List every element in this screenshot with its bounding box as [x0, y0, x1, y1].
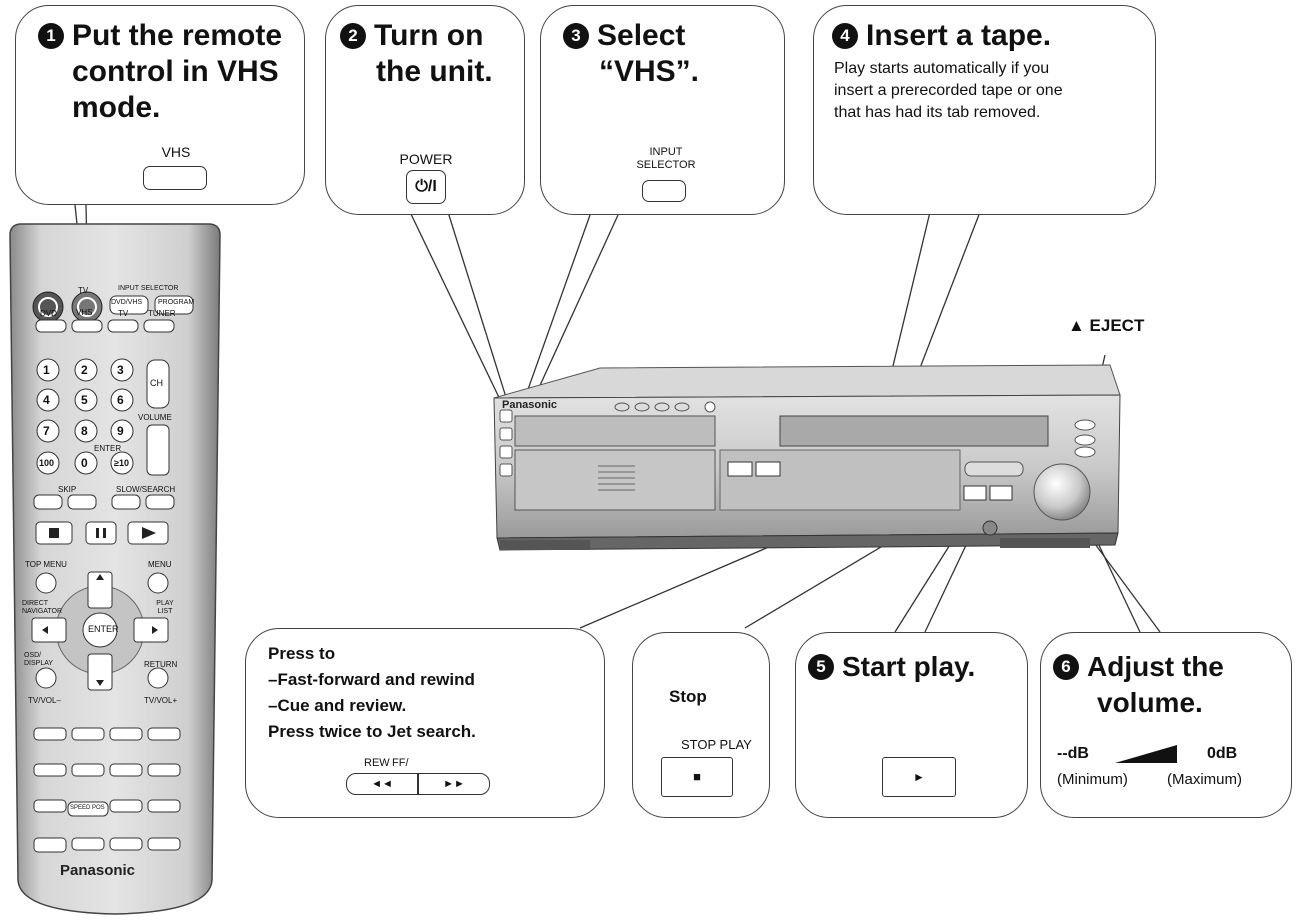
power-icon: ⏻/I [415, 178, 437, 195]
input-selector-label: INPUT SELECTOR [636, 146, 696, 171]
power-button[interactable]: ⏻/I [406, 170, 446, 204]
remote-tv2-label: TV [118, 309, 129, 318]
search-callout: Press to –Fast-forward and rewind –Cue a… [245, 628, 605, 818]
search-line2: –Fast-forward and rewind [268, 670, 475, 689]
play-button[interactable]: ► [882, 757, 956, 797]
step4-desc-line2: insert a prerecorded tape or one [834, 82, 1063, 99]
remote-dvd-label: DVD [40, 309, 57, 318]
step2-title-line2: the unit. [376, 55, 493, 88]
remote-digit-3[interactable]: 3 [117, 363, 124, 377]
fast-forward-button[interactable]: ►► [418, 773, 490, 795]
remote-control [9, 223, 221, 915]
remote-tv-vol-plus-label: TV/VOL+ [144, 696, 178, 705]
search-line3: –Cue and review. [268, 696, 407, 715]
remote-digit-0[interactable]: 0 [81, 456, 88, 470]
remote-direct-navigator-label: DIRECT NAVIGATOR [22, 600, 63, 615]
max-db-label: 0dB [1207, 745, 1238, 762]
remote-play-list-label: PLAY LIST [156, 600, 174, 615]
step4-number: 4 [832, 23, 858, 49]
vhs-button[interactable] [143, 166, 207, 190]
max-label: (Maximum) [1167, 771, 1242, 788]
remote-digit-8[interactable]: 8 [81, 424, 88, 438]
eject-label: ▲ EJECT [1068, 316, 1145, 335]
step4-desc-line1: Play starts automatically if you [834, 60, 1050, 77]
remote-tv-vol-minus-label: TV/VOL– [28, 696, 61, 705]
remote-program-label: PROGRAM [158, 299, 195, 306]
remote-dvdvhs-label: DVD/VHS [111, 299, 143, 306]
volume-ramp-icon [1115, 745, 1177, 763]
input-selector-button[interactable] [642, 180, 686, 202]
remote-input-selector-label: INPUT SELECTOR [118, 285, 179, 292]
fast-forward-icon: ►► [443, 778, 465, 790]
remote-top-menu-label: TOP MENU [25, 560, 67, 569]
step1-title-line2: control in VHS [72, 55, 279, 88]
remote-digit-6[interactable]: 6 [117, 393, 124, 407]
rewind-button[interactable]: ◄◄ [346, 773, 418, 795]
stop-play-label: STOP PLAY [681, 737, 752, 752]
step6-number: 6 [1053, 654, 1079, 680]
remote-enter-label: ENTER [94, 444, 122, 453]
remote-digit-7[interactable]: 7 [43, 424, 50, 438]
stop-icon: ■ [693, 769, 701, 784]
power-button-label: POWER [399, 151, 453, 167]
min-label: (Minimum) [1057, 771, 1128, 788]
remote-volume-label: VOLUME [138, 413, 172, 422]
vhs-button-label: VHS [161, 144, 191, 160]
remote-digit-4[interactable]: 4 [43, 393, 50, 407]
rewind-icon: ◄◄ [371, 778, 393, 790]
stop-title: Stop [669, 687, 707, 706]
remote-skip-label: SKIP [58, 485, 77, 494]
step3-title-line2: “VHS”. [599, 55, 700, 88]
remote-digit-100[interactable]: 100 [39, 458, 55, 468]
remote-digit-9[interactable]: 9 [117, 424, 124, 438]
stop-callout: Stop STOP PLAY ■ [632, 632, 770, 818]
remote-tuner-label: TUNER [148, 309, 176, 318]
play-icon: ► [913, 770, 925, 784]
remote-menu-label: MENU [148, 560, 172, 569]
remote-slow-search-label: SLOW/SEARCH [116, 485, 176, 494]
remote-digit-1[interactable]: 1 [43, 363, 50, 377]
search-line4: Press twice to Jet search. [268, 722, 476, 741]
step6-title-line2: volume. [1097, 687, 1203, 718]
remote-digit-10plus[interactable]: ≥10 [114, 458, 129, 468]
step5-number: 5 [808, 654, 834, 680]
remote-vhs-label: VHS [76, 308, 93, 317]
remote-digit-5[interactable]: 5 [81, 393, 88, 407]
remote-nav-enter-label[interactable]: ENTER [88, 624, 119, 634]
step4-desc-line3: that has had its tab removed. [834, 104, 1041, 121]
stop-button[interactable]: ■ [661, 757, 733, 797]
step3-number: 3 [563, 23, 589, 49]
remote-digit-2[interactable]: 2 [81, 363, 88, 377]
remote-tv-label: TV [78, 286, 89, 295]
remote-ch-label: CH [150, 378, 163, 388]
step2-number: 2 [340, 23, 366, 49]
ff-label: FF/ [392, 757, 409, 769]
remote-brand: Panasonic [60, 862, 136, 879]
step1-number: 1 [38, 23, 64, 49]
search-line1: Press to [268, 644, 336, 663]
remote-speed-pos-label: SPEED POS [70, 805, 105, 811]
unit-brand: Panasonic [502, 399, 558, 411]
remote-return-label: RETURN [144, 660, 178, 669]
min-db-label: --dB [1057, 745, 1089, 762]
remote-osd-display-label: OSD/ DISPLAY [24, 652, 54, 667]
step1-title-line3: mode. [72, 91, 161, 124]
rew-label: REW [364, 757, 390, 769]
